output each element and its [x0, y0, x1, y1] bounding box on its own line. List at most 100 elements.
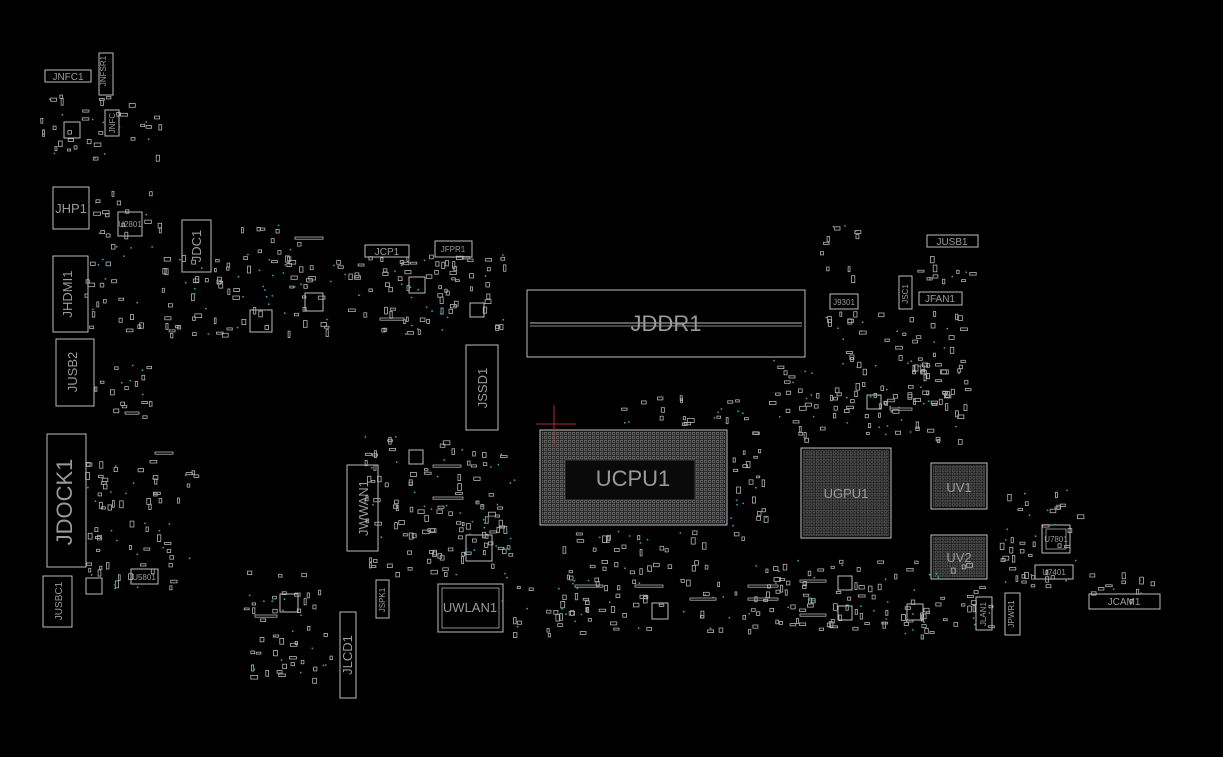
j9301-connector[interactable]: J9301 — [829, 293, 859, 310]
via-dot — [248, 594, 251, 597]
passive-pad — [845, 604, 849, 611]
passive-pad — [659, 545, 665, 551]
via-dot — [268, 258, 271, 261]
via-dot — [847, 604, 850, 607]
u5801-chip[interactable]: U5801 — [130, 568, 159, 585]
jnfc-small-connector[interactable]: JNFC — [104, 109, 120, 137]
via-dot — [712, 596, 714, 599]
jfpr1-connector[interactable]: JFPR1 — [434, 240, 473, 258]
passive-pad — [387, 439, 393, 442]
qfn-chip — [304, 292, 324, 312]
jdock1-connector[interactable]: JDOCK1 — [46, 433, 87, 568]
jlcd1-connector[interactable]: JLCD1 — [339, 611, 357, 699]
via-dot — [927, 400, 930, 402]
passive-pad — [181, 254, 186, 262]
jddr1-connector[interactable]: JDDR1 — [526, 289, 806, 358]
passive-pad — [1089, 573, 1096, 578]
passive-pad — [950, 567, 956, 574]
passive-pad — [807, 603, 814, 608]
jusbc1-connector[interactable]: JUSBC1 — [42, 575, 73, 628]
jnfsr1-connector[interactable]: JNFSR1 — [98, 52, 114, 96]
passive-pad — [73, 145, 78, 150]
u7801-chip[interactable]: U7801 — [1041, 524, 1071, 554]
passive-pad — [486, 293, 491, 300]
passive-pad — [382, 271, 389, 276]
via-dot — [1112, 588, 1115, 591]
jlan1-connector[interactable]: JLAN1 — [975, 596, 993, 631]
ugpu1-chip[interactable]: UGPU1 — [800, 447, 892, 539]
passive-pad — [324, 325, 330, 329]
ucpu1-chip[interactable]: UCPU1 — [539, 429, 728, 526]
jfan1-connector[interactable]: JFAN1 — [918, 291, 963, 306]
passive-pad — [156, 534, 162, 542]
passive-pad — [301, 572, 307, 578]
via-dot — [333, 264, 335, 267]
jspk1-connector[interactable]: JSPK1 — [375, 579, 390, 619]
passive-pad — [753, 455, 758, 459]
qfn-chip — [906, 603, 924, 621]
via-dot — [717, 411, 719, 414]
passive-pad — [660, 407, 665, 413]
via-dot — [476, 501, 478, 503]
passive-pad — [258, 310, 263, 318]
jpwr1-connector[interactable]: JPWR1 — [1004, 592, 1021, 636]
passive-pad — [496, 526, 500, 533]
via-dot — [49, 98, 51, 101]
jwwan1-connector[interactable]: JWWAN1 — [346, 464, 379, 552]
jcam1-connector[interactable]: JCAM1 — [1088, 593, 1161, 610]
jsc1-connector[interactable]: JSC1 — [898, 275, 913, 310]
passive-pad — [409, 261, 418, 265]
passive-pad — [1056, 504, 1061, 510]
passive-pad — [487, 541, 494, 546]
uv1-chip[interactable]: UV1 — [930, 462, 988, 510]
passive-pad — [306, 278, 313, 283]
via-dot — [123, 255, 125, 257]
passive-pad — [920, 634, 924, 640]
passive-pad — [247, 265, 251, 274]
passive-pad — [916, 335, 922, 339]
via-dot — [471, 520, 474, 523]
passive-pad — [913, 399, 916, 405]
passive-pad — [111, 190, 115, 197]
via-dot — [778, 570, 780, 573]
via-dot — [574, 620, 577, 623]
jfan1-label: JFAN1 — [925, 294, 955, 305]
passive-pad — [851, 275, 856, 284]
jusb1-connector[interactable]: JUSB1 — [926, 234, 979, 248]
passive-pad — [802, 581, 807, 587]
passive-pad — [309, 265, 314, 271]
jssd1-connector[interactable]: JSSD1 — [465, 344, 499, 431]
passive-pad — [482, 452, 487, 458]
jhp1-connector[interactable]: JHP1 — [52, 186, 90, 230]
via-dot — [344, 273, 347, 276]
via-dot — [439, 312, 442, 315]
via-dot — [637, 627, 640, 630]
passive-pad — [641, 400, 647, 405]
passive-pad — [394, 499, 399, 505]
passive-pad — [799, 405, 807, 411]
passive-pad — [192, 316, 196, 321]
passive-pad — [265, 670, 269, 677]
passive-pad — [84, 293, 89, 298]
uwlan1-module[interactable]: UWLAN1 — [437, 583, 504, 633]
passive-pad — [257, 249, 263, 254]
via-dot — [617, 530, 620, 533]
passive-pad — [785, 408, 791, 414]
via-dot — [452, 305, 455, 308]
passive-pad — [835, 591, 842, 594]
qfn-chip — [837, 575, 853, 591]
passive-pad — [118, 317, 123, 323]
passive-pad — [251, 664, 255, 672]
jnfc1-connector[interactable]: JNFC1 — [44, 69, 92, 83]
jdc1-connector[interactable]: JDC1 — [181, 219, 212, 273]
passive-pad — [294, 236, 324, 240]
uv2-chip[interactable]: UV2 — [930, 534, 988, 580]
jcp1-connector[interactable]: JCP1 — [364, 244, 410, 258]
via-dot — [811, 372, 813, 374]
via-dot — [291, 630, 294, 633]
jusb2-connector[interactable]: JUSB2 — [55, 338, 95, 407]
passive-pad — [1012, 555, 1016, 563]
via-dot — [773, 359, 775, 362]
u2801-chip[interactable]: U2801 — [117, 211, 143, 237]
jhdmi1-connector[interactable]: JHDMI1 — [52, 255, 89, 333]
